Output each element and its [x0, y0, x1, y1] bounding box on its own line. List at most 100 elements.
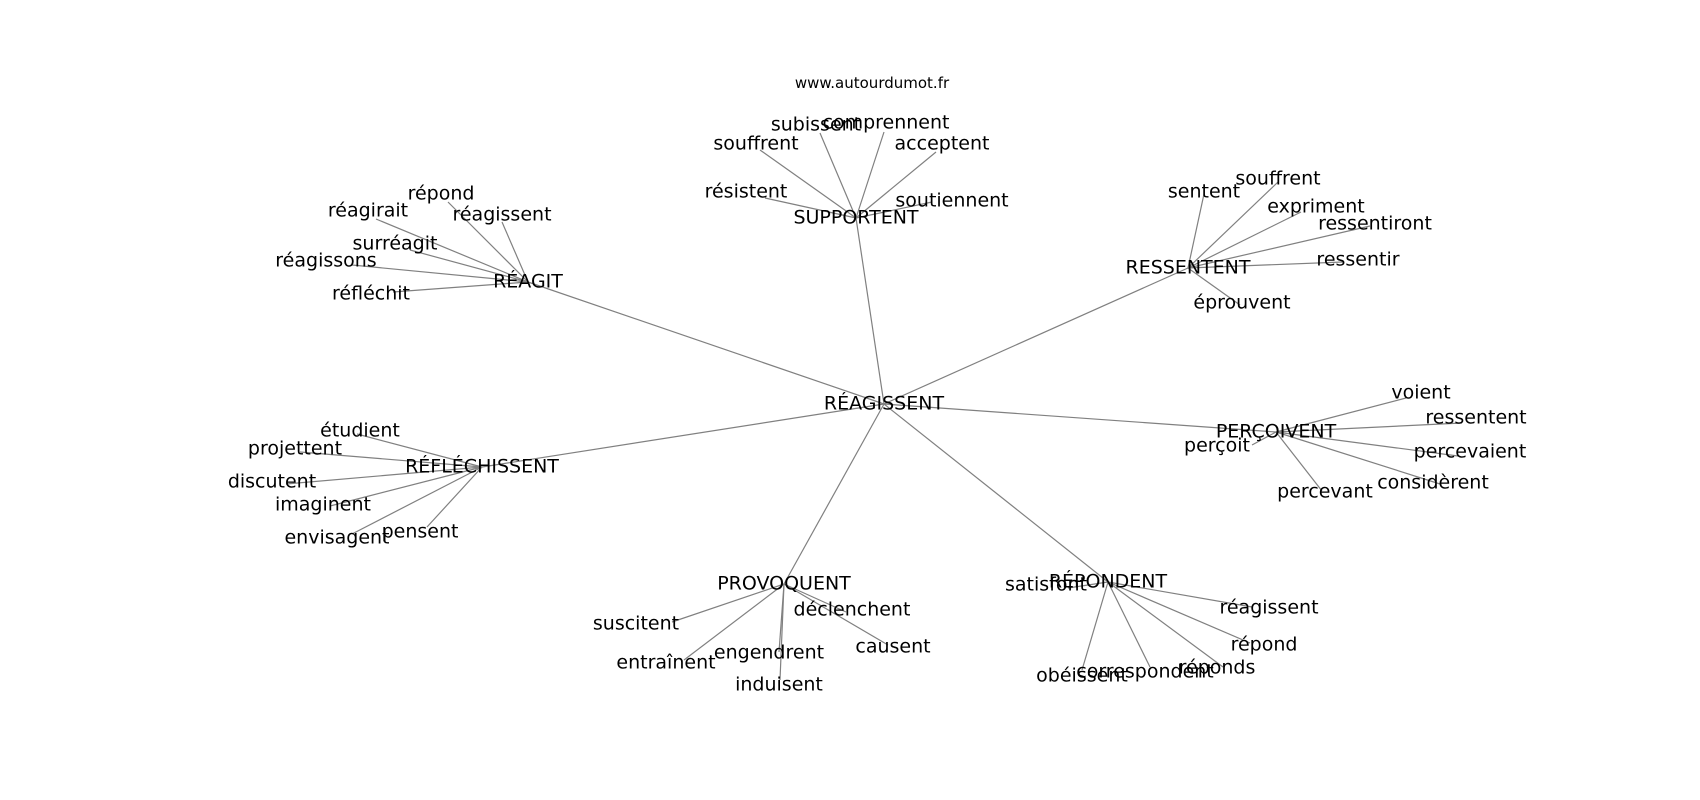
source-url: www.autourdumot.fr [795, 74, 950, 92]
root-hub-edge [883, 403, 1109, 583]
hub-leaf-edge [1275, 422, 1463, 433]
hub-leaf-edge [426, 466, 483, 528]
root-hub-edge [481, 403, 885, 468]
hub-leaf-edge [779, 583, 785, 681]
leaf-word-label: éprouvent [1193, 292, 1290, 314]
leaf-word-label: réagissons [275, 250, 376, 272]
leaf-word-label: induisent [735, 674, 823, 696]
leaf-word-label: considèrent [1377, 472, 1489, 494]
hub-leaf-edge [783, 583, 889, 646]
leaf-word-label: projettent [248, 438, 342, 460]
hub-leaf-edge [1187, 225, 1371, 269]
hub-word-label: SUPPORTENT [793, 207, 918, 229]
hub-leaf-edge [299, 451, 483, 468]
hub-leaf-edge [1107, 581, 1224, 668]
leaf-word-label: engendrent [714, 642, 824, 664]
leaf-word-label: expriment [1267, 196, 1364, 218]
leaf-word-label: comprennent [823, 112, 950, 134]
leaf-word-label: suscitent [593, 613, 679, 635]
root-hub-edge [883, 403, 1277, 433]
root-word-label: RÉAGISSENT [824, 392, 945, 415]
hub-leaf-edge [855, 151, 937, 219]
leaf-word-label: résistent [705, 181, 788, 203]
leaf-word-label: obéissent [1036, 665, 1128, 687]
leaf-word-label: voient [1391, 382, 1450, 404]
hub-leaf-edge [1275, 397, 1407, 433]
leaf-word-label: pensent [382, 521, 459, 543]
hub-leaf-edge [1187, 181, 1279, 269]
leaf-word-label: déclenchent [794, 599, 911, 621]
leaf-word-label: répond [1231, 634, 1298, 656]
hub-leaf-edge [285, 466, 483, 485]
hub-word-label: RÉFLÉCHISSENT [405, 455, 559, 478]
leaf-word-label: ressentir [1316, 249, 1399, 271]
leaf-word-label: souffrent [1235, 168, 1320, 190]
hub-leaf-edge [1275, 431, 1459, 457]
root-hub-edge [527, 281, 885, 405]
hub-word-label: RÉAGIT [493, 270, 563, 293]
graph-edges [285, 131, 1463, 681]
leaf-word-label: perçoit [1184, 435, 1250, 457]
leaf-word-label: ressentiront [1318, 213, 1432, 235]
hub-leaf-edge [409, 249, 529, 283]
leaf-word-label: discutent [228, 471, 316, 493]
leaf-word-label: réponds [1179, 657, 1256, 679]
hub-leaf-edge [329, 466, 483, 507]
hub-leaf-edge [759, 149, 857, 219]
hub-leaf-edge [1107, 581, 1253, 608]
hub-leaf-edge [375, 218, 529, 283]
leaf-word-label: réagissent [1219, 597, 1318, 619]
hub-word-label: PERÇOIVENT [1216, 421, 1337, 443]
hub-leaf-edge [1187, 267, 1241, 306]
hub-leaf-edge [764, 197, 857, 219]
hub-leaf-edge [1067, 581, 1109, 589]
leaf-word-label: répond [408, 183, 475, 205]
leaf-word-label: subissent [771, 114, 861, 136]
leaf-word-label: surréagit [353, 233, 438, 255]
hub-leaf-edge [671, 583, 785, 623]
leaf-word-label: sentent [1168, 181, 1240, 203]
hub-leaf-edge [783, 583, 847, 613]
hub-leaf-edge [855, 131, 885, 219]
hub-leaf-edge [351, 264, 529, 283]
hub-leaf-edge [351, 466, 483, 535]
leaf-word-label: étudient [320, 420, 400, 442]
hub-leaf-edge [1107, 581, 1251, 644]
leaf-word-label: percevant [1277, 481, 1373, 503]
leaf-word-label: acceptent [895, 133, 990, 155]
hub-leaf-edge [1187, 211, 1302, 269]
leaf-word-label: réfléchit [332, 283, 410, 305]
leaf-word-label: percevaient [1414, 441, 1527, 463]
hub-leaf-edge [356, 433, 483, 468]
hub-leaf-edge [855, 201, 933, 219]
hub-leaf-edge [683, 583, 785, 661]
leaf-word-label: imaginent [275, 494, 371, 516]
hub-word-label: RESSENTENT [1126, 257, 1251, 279]
leaf-word-label: réagissent [452, 204, 551, 226]
hub-word-label: RÉPONDENT [1049, 570, 1168, 593]
leaf-word-label: causent [855, 636, 930, 658]
hub-leaf-edge [1251, 431, 1277, 446]
hub-leaf-edge [1187, 261, 1344, 269]
hub-leaf-edge [1107, 581, 1151, 668]
leaf-word-label: satisfont [1005, 574, 1087, 596]
root-hub-edge [855, 217, 885, 405]
leaf-word-label: soutiennent [895, 190, 1008, 212]
leaf-word-label: réagirait [328, 200, 408, 222]
root-hub-edge [783, 403, 885, 585]
hub-leaf-edge [447, 201, 529, 283]
hub-leaf-edge [1275, 431, 1441, 485]
leaf-word-label: envisagent [284, 527, 389, 549]
leaf-word-label: souffrent [713, 133, 798, 155]
hub-leaf-edge [819, 132, 857, 219]
leaf-word-label: ressentent [1425, 407, 1526, 429]
hub-leaf-edge [392, 281, 529, 293]
hub-leaf-edge [1081, 581, 1109, 671]
hub-leaf-edge [1187, 193, 1205, 269]
leaf-word-label: correspondent [1076, 661, 1214, 683]
hub-leaf-edge [501, 221, 529, 283]
leaf-word-label: entraînent [616, 652, 715, 674]
hub-leaf-edge [1275, 431, 1323, 492]
